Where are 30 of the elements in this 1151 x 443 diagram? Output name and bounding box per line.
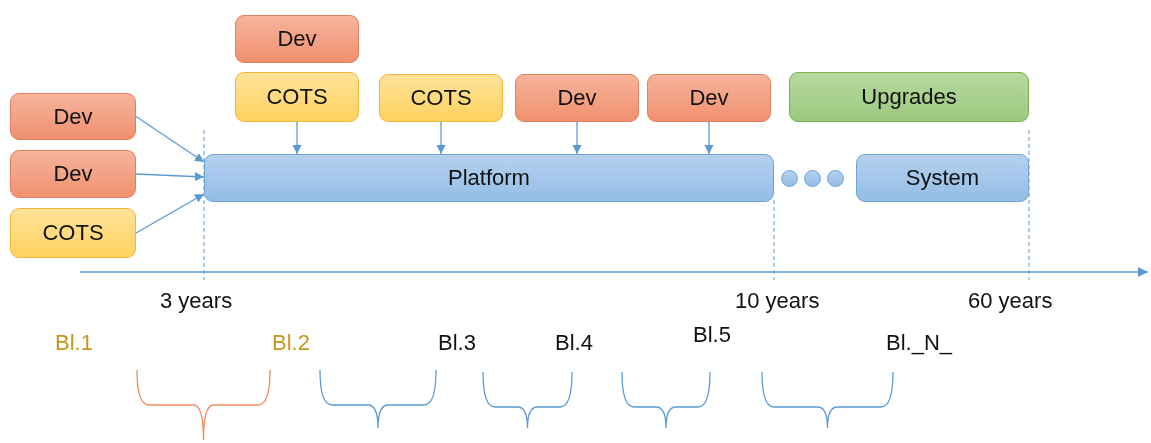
block-label: Bl.1 bbox=[55, 330, 93, 356]
process-box: Dev bbox=[235, 15, 359, 63]
process-box: System bbox=[856, 154, 1029, 202]
time-label: 3 years bbox=[160, 288, 233, 314]
ellipsis-dot bbox=[781, 170, 798, 187]
arrow bbox=[572, 121, 582, 155]
block-label: Bl._N_ bbox=[886, 330, 953, 356]
block-label: Bl.5 bbox=[693, 322, 731, 348]
arrow bbox=[704, 121, 714, 155]
arrow bbox=[292, 121, 302, 155]
process-box: COTS bbox=[379, 74, 503, 122]
arrow bbox=[135, 172, 205, 182]
arrow bbox=[135, 193, 205, 234]
arrow bbox=[135, 115, 205, 163]
ellipsis-dot bbox=[804, 170, 821, 187]
block-label: Bl.4 bbox=[555, 330, 593, 356]
process-box: Dev bbox=[10, 150, 136, 198]
process-box: Dev bbox=[515, 74, 639, 122]
ellipsis-dot bbox=[827, 170, 844, 187]
block-label: Bl.3 bbox=[438, 330, 476, 356]
process-box: Platform bbox=[204, 154, 774, 202]
arrow bbox=[436, 121, 446, 155]
block-label: Bl.2 bbox=[272, 330, 310, 356]
process-box: Dev bbox=[647, 74, 771, 122]
time-label: 10 years bbox=[735, 288, 820, 314]
process-box: Upgrades bbox=[789, 72, 1029, 122]
process-box: COTS bbox=[10, 208, 136, 258]
process-box: COTS bbox=[235, 72, 359, 122]
time-label: 60 years bbox=[968, 288, 1053, 314]
process-box: Dev bbox=[10, 93, 136, 140]
